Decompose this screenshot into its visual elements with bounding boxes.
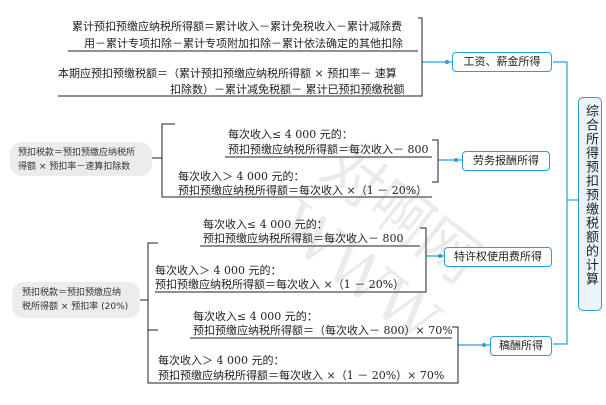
labor-line-2: 预扣预缴应纳税所得额＝每次收入－ 800 xyxy=(228,143,429,156)
royalty-label: 特许权使用费所得 xyxy=(454,250,542,263)
salary-line-1: 累计预扣预缴应纳税所得额＝累计收入－累计免税收入－累计减除费 xyxy=(72,20,402,33)
shared-note-pill xyxy=(12,282,140,318)
salary-line-2: 用－累计专项扣除－累计专项附加扣除－累计依法确定的其他扣除 xyxy=(84,37,403,50)
royalty-line-4: 预扣预缴应纳税所得额＝每次收入 ×（1 － 20%） xyxy=(155,278,405,291)
royalty-line-2: 预扣预缴应纳税所得额＝每次收入－ 800 xyxy=(203,232,404,245)
shared-note-line-1: 预扣税款＝预扣预缴应纳 xyxy=(22,288,122,298)
shared-note-line-2: 税所得额 × 预扣率 (20%) xyxy=(22,302,129,312)
royalty-line-3: 每次收入＞ 4 000 元的： xyxy=(155,264,282,277)
labor-line-1: 每次收入≤ 4 000 元的： xyxy=(228,128,353,141)
root-node: 综合所得预扣预缴税额的计算 xyxy=(578,97,602,311)
labor-line-3: 每次收入＞ 4 000 元的： xyxy=(178,170,305,183)
manuscript-label: 稿酬所得 xyxy=(499,339,543,352)
labor-node: 劳务报酬所得 xyxy=(462,151,550,171)
root-title: 综合所得预扣预缴税额的计算 xyxy=(583,104,598,286)
labor-note-line-2: 得额 × 预扣率－速算扣除数 xyxy=(18,162,131,172)
labor-note-line-1: 预扣税款＝预扣预缴应纳税所 xyxy=(18,148,136,158)
royalty-line-1: 每次收入≤ 4 000 元的： xyxy=(203,218,328,231)
salary-line-3: 本期应预扣预缴税额＝（累计预扣预缴应纳税所得额 × 预扣率－ 速算 xyxy=(58,67,397,80)
royalty-node: 特许权使用费所得 xyxy=(444,247,552,267)
salary-line-4: 扣除数）－累计减免税额－ 累计已预扣预缴税额 xyxy=(170,83,405,96)
manuscript-line-2: 预扣预缴应纳税所得额＝（每次收入－ 800）× 70% xyxy=(193,324,453,337)
salary-node: 工资、薪金所得 xyxy=(452,52,552,72)
manuscript-line-3: 每次收入＞ 4 000 元的： xyxy=(158,354,285,367)
labor-label: 劳务报酬所得 xyxy=(473,154,539,167)
salary-label: 工资、薪金所得 xyxy=(463,55,541,68)
labor-note-pill xyxy=(10,142,152,176)
manuscript-line-1: 每次收入≤ 4 000 元的： xyxy=(193,310,318,323)
manuscript-node: 稿酬所得 xyxy=(490,336,552,356)
manuscript-line-4: 预扣预缴应纳税所得额＝每次收入 ×（1 － 20%）× 70% xyxy=(158,369,445,382)
labor-line-4: 预扣预缴应纳税所得额＝每次收入 ×（1 － 20%） xyxy=(178,184,428,197)
